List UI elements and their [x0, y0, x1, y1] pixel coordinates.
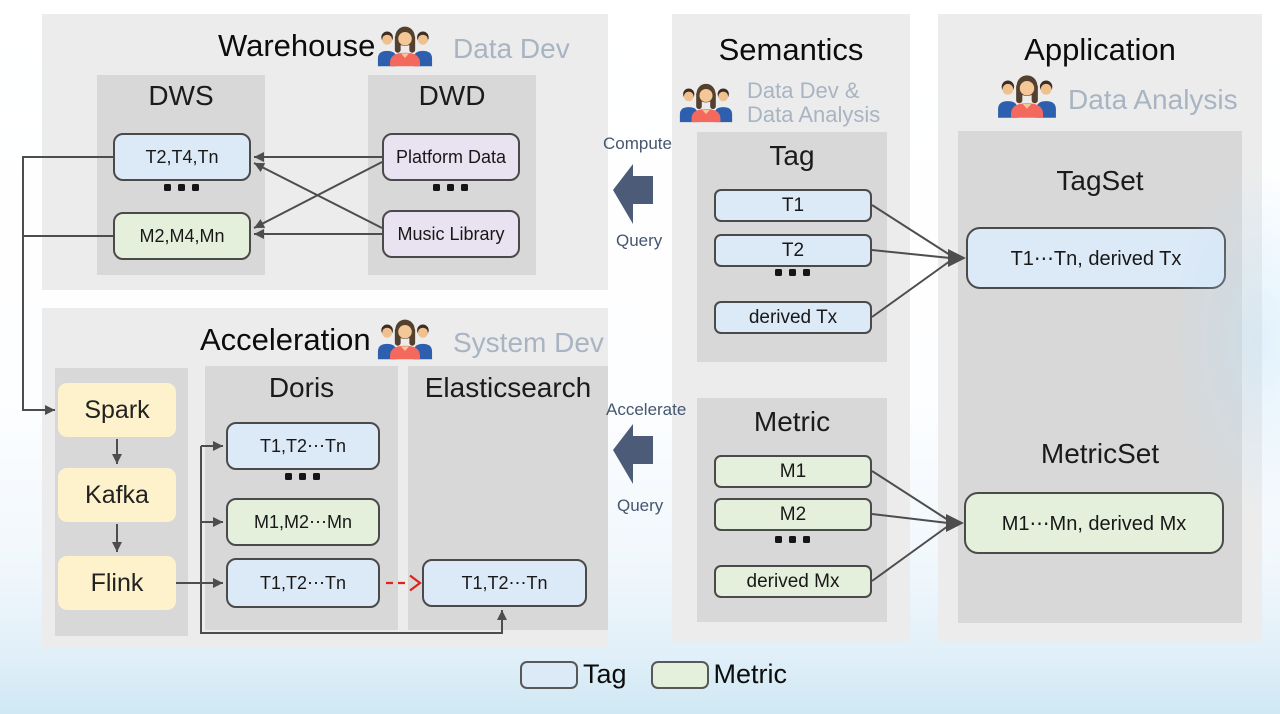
- flink-node: Flink: [58, 556, 176, 610]
- dws-metric-node: M2,M4,Mn: [113, 212, 251, 260]
- warehouse-role-label: Data Dev: [453, 33, 570, 64]
- metric-m1-node: M1: [714, 455, 872, 488]
- ellipsis-dots: [775, 269, 810, 276]
- semantics-title: Semantics: [718, 32, 864, 67]
- application-title: Application: [1024, 32, 1176, 67]
- elasticsearch-tag-node: T1,T2⋯Tn: [422, 559, 587, 607]
- warehouse-title: Warehouse: [218, 28, 376, 63]
- ellipsis-dots: [433, 184, 468, 191]
- metric-derived-node: derived Mx: [714, 565, 872, 598]
- dws-tag-node: T2,T4,Tn: [113, 133, 251, 181]
- metricset-node: M1⋯Mn, derived Mx: [964, 492, 1224, 554]
- doris-tag-node: T1,T2⋯Tn: [226, 422, 380, 470]
- dws-title: DWS: [148, 80, 214, 111]
- tag-t2-node: T2: [714, 234, 872, 267]
- kafka-node: Kafka: [58, 468, 176, 522]
- doris-metric-node: M1,M2⋯Mn: [226, 498, 380, 546]
- compute-query-block-arrow: [613, 164, 653, 224]
- compute-query-label: Query: [616, 231, 663, 250]
- tagset-title: TagSet: [1056, 165, 1144, 196]
- people-group-icon: [376, 25, 434, 67]
- semantics-role-line1: Data Dev &: [747, 78, 860, 103]
- people-group-icon: [678, 82, 734, 123]
- compute-label: Compute: [603, 134, 672, 153]
- accelerate-label: Accelerate: [606, 400, 687, 419]
- tag-legend-swatch: [520, 660, 578, 689]
- people-group-icon: [996, 73, 1058, 119]
- block-arrows: [613, 164, 653, 484]
- accelerate-query-block-arrow: [613, 424, 653, 484]
- metric-legend-label: Metric: [713, 659, 788, 689]
- tag-t1-node: T1: [714, 189, 872, 222]
- acceleration-title: Acceleration: [200, 322, 371, 357]
- metric-title: Metric: [753, 406, 831, 437]
- tag-derived-node: derived Tx: [714, 301, 872, 334]
- legend: Tag Metric: [520, 659, 787, 690]
- semantics-role-label: Data Dev & Data Analysis: [747, 78, 881, 128]
- metric-m2-node: M2: [714, 498, 872, 531]
- tag-legend-label: Tag: [583, 659, 627, 689]
- ellipsis-dots: [285, 473, 320, 480]
- metricset-title: MetricSet: [1040, 438, 1160, 469]
- application-role-label: Data Analysis: [1068, 84, 1238, 115]
- elasticsearch-title: Elasticsearch: [424, 372, 592, 403]
- people-group-icon: [376, 318, 434, 360]
- semantics-role-line2: Data Analysis: [747, 102, 881, 128]
- acceleration-role-label: System Dev: [453, 327, 604, 358]
- tag-title: Tag: [769, 140, 815, 171]
- dwd-platform-data-node: Platform Data: [382, 133, 520, 181]
- accelerate-query-label: Query: [617, 496, 664, 515]
- dwd-title: DWD: [418, 80, 486, 111]
- ellipsis-dots: [164, 184, 199, 191]
- doris-tag-node-2: T1,T2⋯Tn: [226, 558, 380, 608]
- spark-node: Spark: [58, 383, 176, 437]
- dwd-music-library-node: Music Library: [382, 210, 520, 258]
- ellipsis-dots: [775, 536, 810, 543]
- metric-legend-swatch: [650, 660, 709, 689]
- doris-title: Doris: [268, 372, 335, 403]
- tagset-node: T1⋯Tn, derived Tx: [966, 227, 1226, 289]
